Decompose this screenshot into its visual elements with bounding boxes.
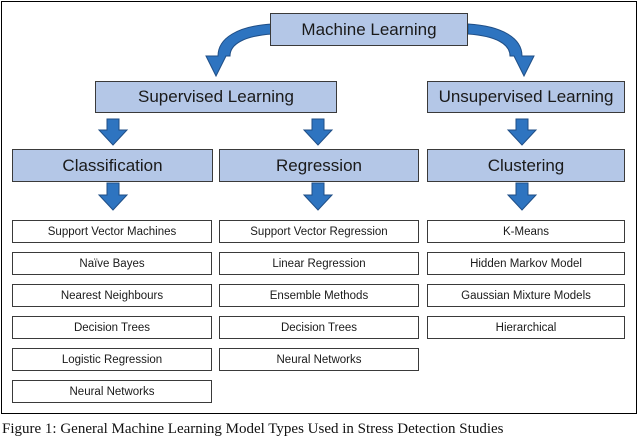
- list-item: Nearest Neighbours: [12, 284, 212, 307]
- arrow-to-regression-items: [302, 182, 334, 211]
- list-item: Decision Trees: [219, 316, 419, 339]
- unsupervised-learning-node: Unsupervised Learning: [427, 81, 625, 113]
- supervised-learning-node: Supervised Learning: [95, 81, 337, 113]
- list-item: Support Vector Regression: [219, 220, 419, 243]
- figure-caption: Figure 1: General Machine Learning Model…: [2, 421, 504, 437]
- diagram-frame: [1, 1, 637, 414]
- arrow-to-clustering: [506, 118, 538, 146]
- list-item: Neural Networks: [219, 348, 419, 371]
- arrow-to-regression: [302, 118, 334, 146]
- root-node: Machine Learning: [270, 13, 468, 46]
- list-item: Naïve Bayes: [12, 252, 212, 275]
- curved-arrow-right: [467, 23, 535, 78]
- arrows-layer: [97, 23, 538, 211]
- list-item: Support Vector Machines: [12, 220, 212, 243]
- arrow-to-clustering-items: [506, 182, 538, 211]
- list-item: Ensemble Methods: [219, 284, 419, 307]
- clustering-node: Clustering: [427, 149, 625, 182]
- arrow-to-classification-items: [97, 182, 129, 211]
- list-item: Decision Trees: [12, 316, 212, 339]
- list-item: Hidden Markov Model: [427, 252, 625, 275]
- list-item: Logistic Regression: [12, 348, 212, 371]
- list-item: K-Means: [427, 220, 625, 243]
- curved-arrow-left: [205, 23, 273, 78]
- classification-node: Classification: [12, 149, 213, 182]
- arrow-to-classification: [97, 118, 129, 146]
- list-item: Gaussian Mixture Models: [427, 284, 625, 307]
- list-item: Linear Regression: [219, 252, 419, 275]
- list-item: Neural Networks: [12, 380, 212, 403]
- list-item: Hierarchical: [427, 316, 625, 339]
- regression-node: Regression: [219, 149, 419, 182]
